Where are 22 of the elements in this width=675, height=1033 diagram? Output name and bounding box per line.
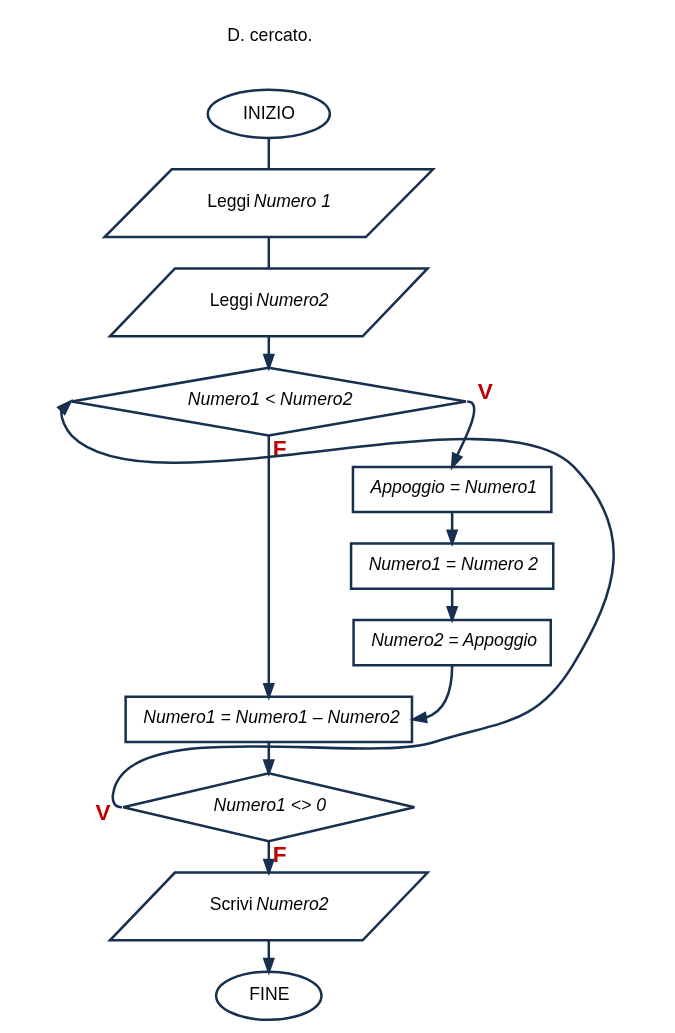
label: D. cercato. <box>227 24 313 45</box>
arrow <box>262 336 275 372</box>
node-box: Numero1 = Numero 2 <box>349 542 555 590</box>
edge-label: V <box>477 378 493 404</box>
node-ellipse: INIZIO <box>206 88 332 140</box>
edge-label: F <box>272 841 287 867</box>
arrow <box>409 665 454 724</box>
node-ellipse: FINE <box>214 970 323 1022</box>
arrow <box>262 435 275 701</box>
connector <box>267 137 271 170</box>
arrow <box>262 841 275 877</box>
arrow <box>262 742 275 777</box>
arrow <box>56 398 615 809</box>
node-box: Numero1 = Numero1 – Numero2 <box>124 695 414 744</box>
edge-label: V <box>95 800 111 826</box>
arrow <box>262 940 275 976</box>
node-box: Numero2 = Appoggio <box>352 618 552 667</box>
edge-label: F <box>272 436 287 462</box>
node-diamond: Numero1 <> 0 <box>121 772 416 843</box>
node-box: Appoggio = Numero1 <box>351 465 553 514</box>
connector <box>267 237 271 269</box>
node-diamond: Numero1 < Numero2 <box>70 366 468 437</box>
